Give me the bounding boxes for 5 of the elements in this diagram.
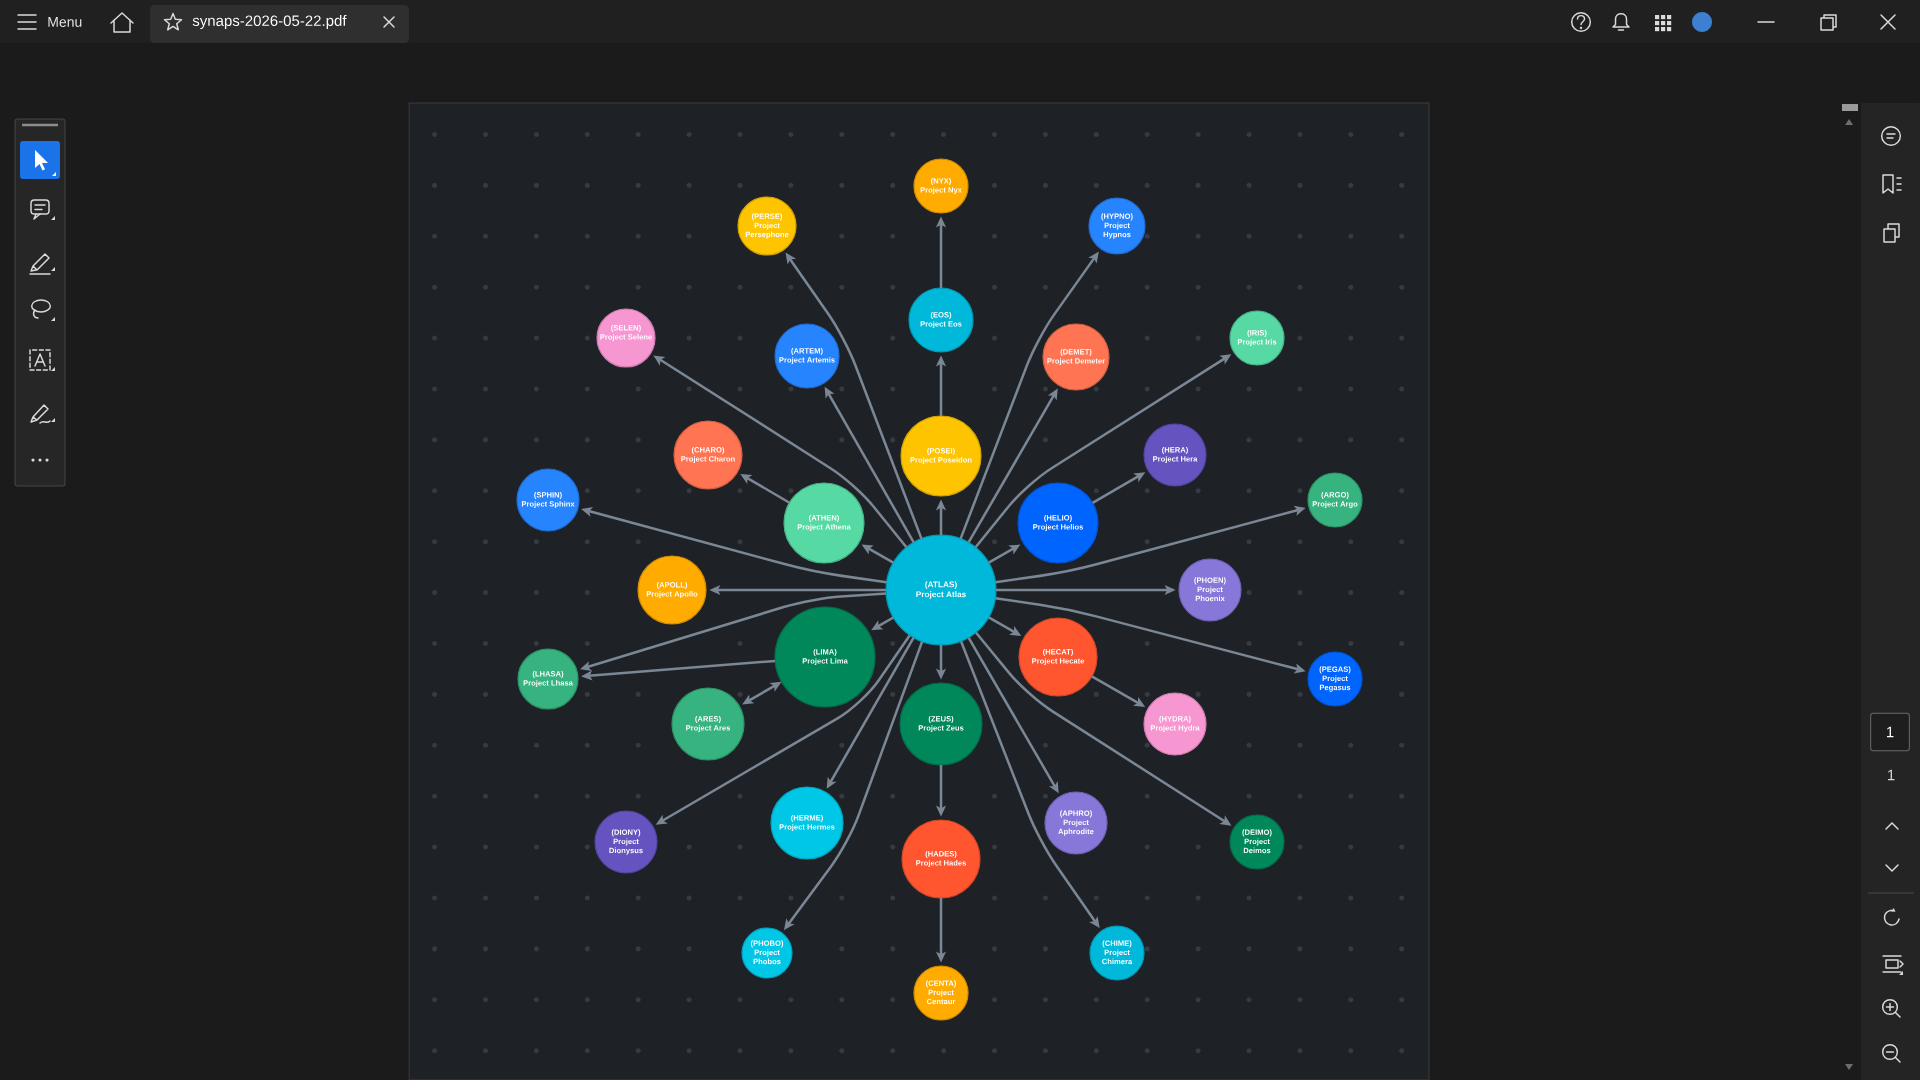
circle-node: (ATLAS) Project Atlas: [885, 534, 997, 646]
page-number-field: 1: [1870, 712, 1910, 752]
page-count: 1: [1888, 769, 1895, 781]
menu-label: Menu: [48, 17, 82, 27]
file-tab: synaps-2026-05-22.pdf: [150, 5, 409, 43]
